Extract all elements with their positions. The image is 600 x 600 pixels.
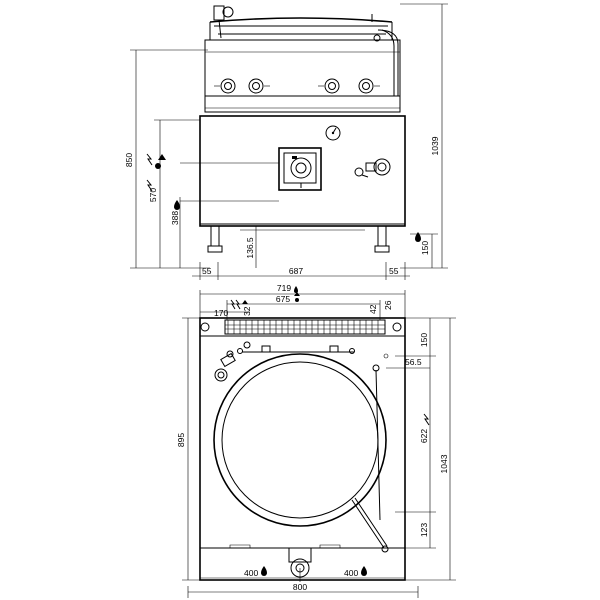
left-fittings [214, 341, 251, 382]
drain-icon [415, 232, 421, 242]
dim-719: 719 [199, 283, 406, 318]
dim-800: 800 [187, 582, 419, 598]
front-view: 1039 850 570 388 [124, 3, 448, 280]
water-icon [174, 200, 180, 210]
lid-hinge [213, 5, 234, 39]
dim-gas-height: 570 [146, 119, 200, 268]
svg-text:622: 622 [419, 429, 429, 443]
dim-123: 123 [405, 512, 436, 549]
svg-text:675: 675 [276, 294, 290, 304]
drain-outlet [200, 544, 405, 578]
dim-water-height: 388 [170, 197, 181, 268]
svg-text:150: 150 [420, 241, 430, 255]
dim-675: 675 [226, 292, 381, 320]
svg-text:719: 719 [277, 283, 291, 293]
svg-text:895: 895 [176, 433, 186, 447]
dim-bottom-front: 55 687 55 [192, 262, 410, 280]
svg-text:123: 123 [419, 523, 429, 537]
svg-text:55: 55 [389, 266, 399, 276]
kettle-lid [204, 17, 401, 113]
gas-icon [155, 154, 166, 169]
tap-icon [354, 158, 391, 178]
svg-text:388: 388 [170, 211, 180, 225]
cabinet-body [199, 115, 406, 227]
dim-leg-height: 136.5 [240, 225, 262, 268]
svg-text:56.5: 56.5 [405, 357, 422, 367]
electric-icon [146, 153, 153, 192]
dim-top-offsets: 170 32 42 26 [200, 299, 393, 318]
svg-text:1043: 1043 [439, 454, 449, 473]
svg-text:170: 170 [214, 308, 228, 318]
control-strip [200, 319, 405, 337]
dim-622: 622 [395, 356, 436, 513]
svg-text:850: 850 [124, 153, 134, 167]
tilt-handle [351, 364, 389, 553]
svg-text:570: 570 [148, 188, 158, 202]
dim-1043: 1043 [405, 317, 456, 581]
svg-text:687: 687 [289, 266, 303, 276]
svg-text:1039: 1039 [430, 136, 440, 155]
valve-icon [278, 147, 322, 191]
kettle-pot [213, 345, 387, 527]
legs [207, 225, 390, 253]
dim-body-height: 850 [124, 49, 210, 269]
dim-56-5: 56.5 [383, 353, 430, 369]
water-pipe [371, 14, 399, 96]
top-footprint [199, 317, 406, 581]
svg-text:800: 800 [293, 582, 307, 592]
svg-text:400: 400 [344, 568, 358, 578]
dim-bottom-400: 400 400 [200, 566, 405, 582]
svg-text:55: 55 [202, 266, 212, 276]
svg-text:136.5: 136.5 [245, 237, 255, 259]
dim-drain-height: 150 [410, 232, 438, 268]
svg-text:32: 32 [242, 306, 252, 316]
pressure-gauge-icon [325, 125, 341, 141]
svg-text:400: 400 [244, 568, 258, 578]
dim-total-height: 1039 [400, 3, 448, 269]
control-knobs [214, 78, 380, 94]
svg-text:150: 150 [419, 333, 429, 347]
svg-text:42: 42 [368, 304, 378, 314]
dim-150-top: 150 [395, 318, 436, 357]
svg-text:26: 26 [383, 300, 393, 310]
dim-895: 895 [176, 317, 200, 581]
top-view: 719 675 170 32 42 26 895 [176, 283, 456, 598]
